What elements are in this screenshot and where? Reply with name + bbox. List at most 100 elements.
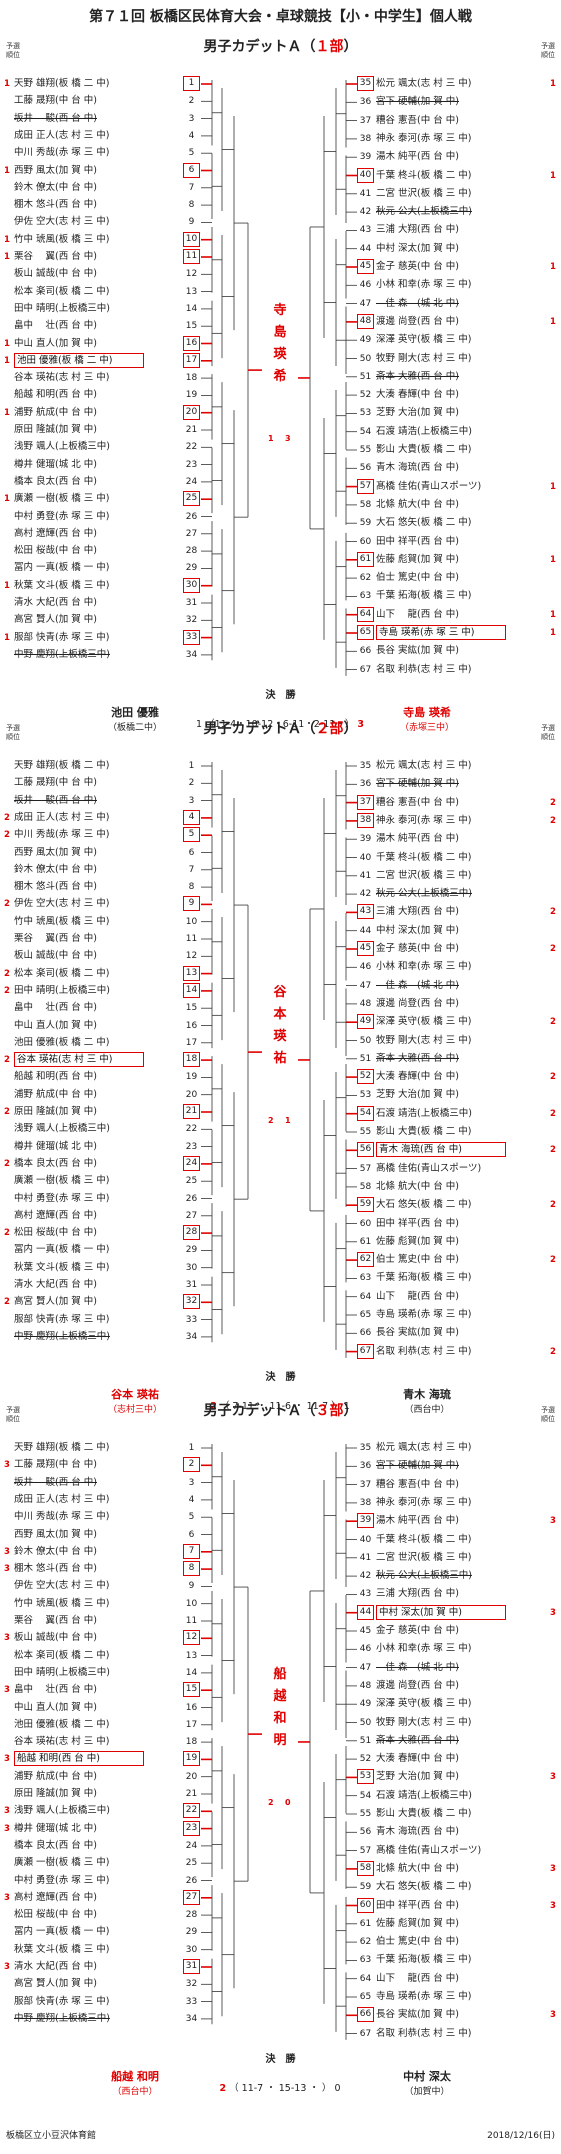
seed-number: 65 [359,1310,372,1320]
player-name: 山下 龍(西 台 中) [376,1972,459,1984]
rank-value: 1 [550,79,556,89]
seed-number: 5 [183,827,200,843]
player-name: 高宮 賢人(加 賀 中) [14,614,97,626]
final-right-school: （西台中） [404,1405,450,1415]
seed-number: 62 [357,1252,374,1268]
player-name: 伊佐 空大(志 村 三 中) [14,1580,110,1592]
seed-number: 43 [357,904,374,920]
player-name: 廣瀬 一樹(板 橋 三 中) [14,493,110,505]
player-row: 池田 優雅(板 橋 二 中)17 [0,1035,210,1051]
player-name: 佳 森 (城 北 中) [376,1661,459,1673]
player-row: 谷本 瑛祐(志 村 三 中)18 [0,370,210,386]
rank-value: 2 [4,1107,10,1117]
player-name: 長谷 実紘(加 賀 中) [376,1327,459,1339]
player-name: 松田 桜哉(中 台 中) [14,1227,97,1239]
seed-number: 10 [185,916,198,927]
player-name: 田中 祥平(西 台 中) [376,1217,459,1229]
rank-value: 2 [4,1228,10,1239]
player-name: 服部 快青(赤 塚 三 中) [14,1313,110,1325]
player-row: 船越 和明(西 台 中)19 [0,387,210,403]
player-name: 中山 直人(加 賀 中) [14,337,97,349]
player-name: 斎本 大雅(西 台 中) [376,1052,459,1064]
champion-char: 祐 [273,1051,287,1067]
player-name: 秋元 公大(上板橋三中) [376,888,472,900]
seed-number: 14 [183,982,200,998]
seed-number: 59 [357,1197,374,1213]
final-score-right: 0 [334,2083,341,2094]
final-label: 決 勝 [265,1372,296,1383]
seed-number: 67 [357,1343,374,1359]
player-row: 板山 誠哉(中 台 中)12 [0,948,210,964]
seed-number: 7 [183,1543,200,1559]
player-name: 浅野 颯人(上板橋三中) [14,1123,110,1135]
seed-number: 53 [359,1090,372,1101]
seed-number: 50 [359,353,372,364]
player-row: 原田 隆誠(加 賀 中)21 [0,1786,210,1802]
player-row: 棚木 悠斗(西 台 中)8 [0,879,210,895]
player-name: 佐藤 彪賀(加 賀 中) [376,1917,459,1929]
seed-number: 46 [359,1644,372,1655]
seed-number: 40 [359,1534,372,1545]
player-name: 三浦 大翔(西 台 中) [376,906,459,918]
seed-number: 33 [185,1996,198,2007]
seed-number: 21 [183,1104,200,1119]
player-name: 廣瀬 一樹(板 橋 三 中) [14,1175,110,1187]
player-name: 名取 利恭(志 村 三 中) [376,663,472,675]
seed-number: 52 [359,1754,372,1765]
seed-number: 1 [183,76,200,91]
seed-number: 31 [185,1280,198,1290]
seed-number: 13 [185,286,198,297]
rank-value: 2 [4,899,10,910]
player-name: 千葉 拓海(板 橋 三 中) [376,1954,472,1966]
champion-name: 谷本瑛祐 [266,982,294,1070]
seed-number: 29 [185,1245,198,1256]
final-left-name: 谷本 瑛祐 [111,1388,159,1401]
seed-number: 37 [359,1479,372,1490]
rank-value: 2 [550,1200,556,1211]
champion-char: 寺 [273,303,287,319]
player-name: 湯木 純平(西 台 中) [376,151,459,163]
player-name: 清水 大紀(西 台 中) [14,1279,97,1290]
seed-number: 11 [183,249,200,264]
final-right-school: （赤塚三中） [399,723,454,733]
seed-number: 39 [357,1513,374,1529]
player-name: 中村 勇登(赤 塚 三 中) [14,510,110,522]
rank-value: 2 [4,812,10,823]
player-name: 畠中 壮(西 台 中) [14,320,97,332]
rank-value: 1 [4,580,10,591]
player-name: 宮下 硬輔(加 賀 中) [376,778,459,790]
champion-score-right: 3 [285,434,291,444]
player-name: 青木 海琉(西 台 中) [376,1826,459,1838]
seed-number: 23 [185,1141,198,1152]
player-name: 廣瀬 一樹(板 橋 三 中) [14,1857,110,1869]
player-row: 浦野 航成(中 台 中)20 [0,1769,210,1785]
player-name: 浦野 航成(中 台 中) [14,406,97,418]
seed-number: 55 [359,445,372,455]
player-row: 谷本 瑛祐(志 村 三 中)18 [0,1734,210,1750]
player-name: 栗谷 翼(西 台 中) [14,933,97,944]
player-row: 47 佳 森 (城 北 中) [0,978,561,994]
player-row: 田中 晴明(上板橋三中)14 [0,301,210,317]
player-row: 坂井 駿(西 台 中)3 [0,793,210,809]
seed-number: 20 [185,1771,198,1782]
player-row: 西野 風太(加 賀 中)6 [0,1527,210,1543]
player-name: 田中 晴明(上板橋三中) [14,302,110,314]
player-name: 坂井 駿(西 台 中) [14,1476,97,1488]
seed-number: 41 [359,1552,372,1563]
player-name: 高宮 賢人(加 賀 中) [14,1296,97,1308]
rank-value: 3 [4,1460,10,1471]
player-name: 田中 晴明(上板橋三中) [14,984,110,996]
seed-number: 54 [359,1790,372,1801]
